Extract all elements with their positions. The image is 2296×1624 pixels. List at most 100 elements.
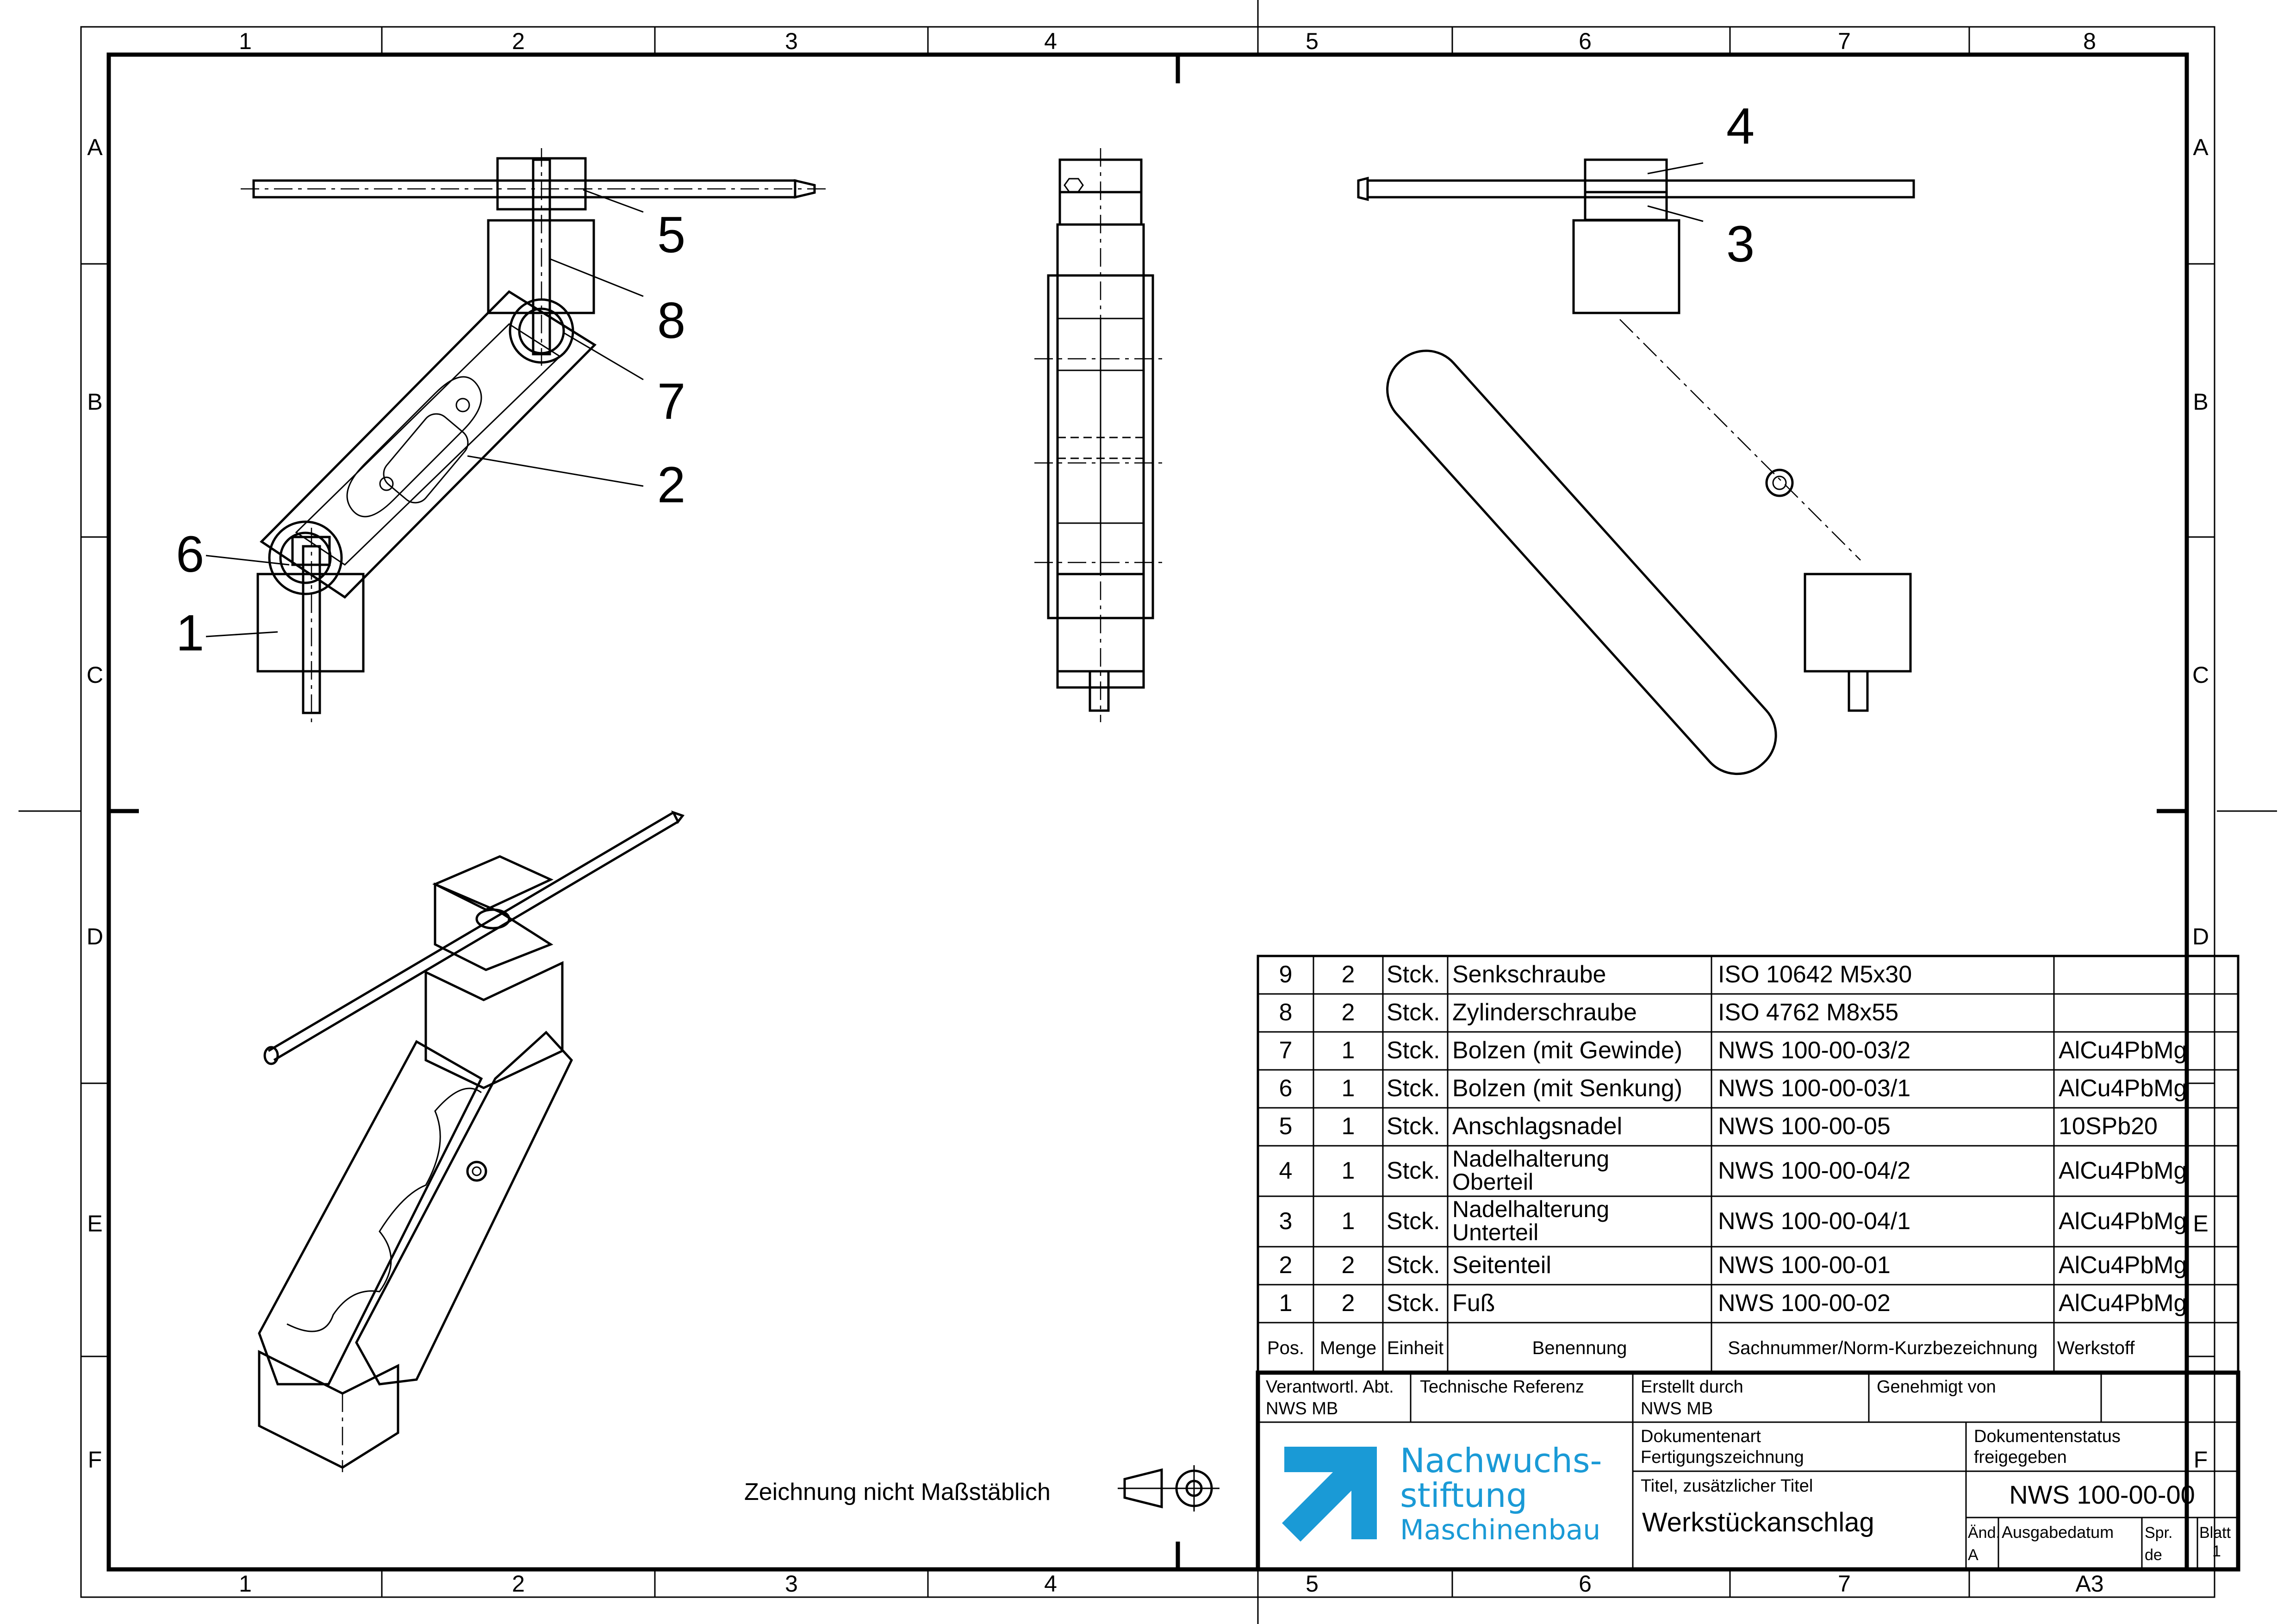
cell-pos: 9	[1279, 961, 1293, 988]
row-label: E	[87, 1211, 102, 1237]
row-label: F	[2194, 1447, 2208, 1473]
table-row: 7 1 Stck. Bolzen (mit Gewinde) NWS 100-0…	[1279, 1037, 2187, 1064]
cell-unit: Stck.	[1387, 1252, 1440, 1279]
cell-name: Bolzen (mit Senkung)	[1452, 1075, 1682, 1102]
nachwuchsstiftung-logo: Nachwuchs- stiftung Maschinenbau	[1282, 1441, 1602, 1546]
rev-value: A	[1968, 1546, 1979, 1564]
sheet-format: A3	[2075, 1571, 2103, 1597]
logo-line-1: Nachwuchs-	[1400, 1441, 1602, 1480]
isometric-view	[258, 810, 685, 1472]
language-value: de	[2145, 1546, 2162, 1564]
cell-name: Nadelhalterung	[1452, 1196, 1609, 1222]
row-label: C	[2192, 662, 2209, 688]
centering-marks	[19, 0, 2277, 1624]
cell-name-2: Unterteil	[1452, 1219, 1538, 1245]
balloon-8: 8	[657, 292, 685, 349]
logo-line-3: Maschinenbau	[1400, 1514, 1600, 1546]
row-labels-left: A B C D E F	[87, 134, 103, 1473]
zone-dividers	[81, 27, 2215, 1597]
language-label: Spr.	[2145, 1524, 2172, 1542]
col-label: 2	[512, 1571, 525, 1597]
scale-note: Zeichnung nicht Maßstäblich	[744, 1479, 1051, 1505]
cell-pos: 6	[1279, 1075, 1293, 1102]
cell-name: Anschlagsnadel	[1452, 1113, 1622, 1140]
doc-type-label: Dokumentenart	[1641, 1427, 1761, 1446]
balloon-6: 6	[176, 526, 204, 583]
table-row: 8 2 Stck. Zylinderschraube ISO 4762 M8x5…	[1279, 999, 1899, 1026]
cell-material: AlCu4PbMg	[2059, 1290, 2187, 1317]
resp-dept-label: Verantwortl. Abt.	[1266, 1377, 1394, 1397]
row-label: A	[87, 134, 103, 160]
header-number: Sachnummer/Norm-Kurzbezeichnung	[1728, 1338, 2037, 1358]
col-label: 3	[785, 1571, 798, 1597]
cell-unit: Stck.	[1387, 999, 1440, 1026]
cell-unit: Stck.	[1387, 961, 1440, 988]
row-label: B	[87, 389, 102, 415]
cell-unit: Stck.	[1387, 1290, 1440, 1317]
cell-unit: Stck.	[1387, 1157, 1440, 1184]
table-row: 6 1 Stck. Bolzen (mit Senkung) NWS 100-0…	[1279, 1075, 2187, 1102]
logo-line-2: stiftung	[1400, 1476, 1527, 1515]
cell-qty: 1	[1342, 1208, 1355, 1235]
document-title: Werkstückanschlag	[1642, 1507, 1874, 1537]
cell-qty: 1	[1342, 1037, 1355, 1064]
arrow-logo-icon	[1282, 1447, 1377, 1542]
col-label: 6	[1579, 28, 1592, 54]
cell-qty: 2	[1342, 1252, 1355, 1279]
balloon-7: 7	[657, 373, 685, 430]
col-label: 7	[1838, 28, 1851, 54]
cell-name: Fuß	[1452, 1290, 1495, 1317]
cell-name: Seitenteil	[1452, 1252, 1551, 1279]
header-unit: Einheit	[1387, 1338, 1444, 1358]
cell-number: NWS 100-00-03/2	[1718, 1037, 1910, 1064]
cell-number: NWS 100-00-03/1	[1718, 1075, 1910, 1102]
cell-qty: 2	[1342, 1290, 1355, 1317]
balloons: 5 8 7 2 6 1 4 3	[176, 98, 1755, 662]
cell-number: NWS 100-00-05	[1718, 1113, 1891, 1140]
header-qty: Menge	[1320, 1338, 1376, 1358]
row-label: F	[88, 1447, 102, 1473]
cell-qty: 2	[1342, 961, 1355, 988]
column-labels-bottom: 1 2 3 4 5 6 7	[239, 1571, 1851, 1597]
created-by-value: NWS MB	[1641, 1399, 1713, 1418]
cell-pos: 7	[1279, 1037, 1293, 1064]
cell-qty: 2	[1342, 999, 1355, 1026]
rear-view	[1357, 158, 1915, 775]
cell-unit: Stck.	[1387, 1075, 1440, 1102]
cell-pos: 8	[1279, 999, 1293, 1026]
sheet-value: 1	[2212, 1543, 2221, 1560]
col-label: 1	[239, 1571, 252, 1597]
issue-date-label: Ausgabedatum	[2002, 1523, 2114, 1542]
zone-dividers-center	[109, 55, 2187, 1569]
side-view	[1034, 148, 1166, 722]
header-name: Benennung	[1532, 1338, 1627, 1358]
table-row: 2 2 Stck. Seitenteil NWS 100-00-01 AlCu4…	[1279, 1252, 2187, 1279]
col-label: 1	[239, 28, 252, 54]
col-label: 3	[785, 28, 798, 54]
table-row: 9 2 Stck. Senkschraube ISO 10642 M5x30	[1279, 961, 1912, 988]
row-label: C	[87, 662, 103, 688]
row-label: D	[2192, 924, 2209, 949]
cell-unit: Stck.	[1387, 1113, 1440, 1140]
created-by-label: Erstellt durch	[1641, 1377, 1743, 1397]
row-labels-right: A B C D E F	[2192, 134, 2209, 1473]
cell-name-2: Oberteil	[1452, 1169, 1533, 1195]
cell-pos: 5	[1279, 1113, 1293, 1140]
row-label: D	[87, 924, 103, 949]
resp-dept-value: NWS MB	[1266, 1399, 1338, 1418]
col-label: 6	[1579, 1571, 1592, 1597]
cell-number: NWS 100-00-04/2	[1718, 1157, 1910, 1184]
parts-list-rows: 9 2 Stck. Senkschraube ISO 10642 M5x30 8…	[1267, 961, 2187, 1358]
cell-pos: 1	[1279, 1290, 1293, 1317]
cell-pos: 2	[1279, 1252, 1293, 1279]
row-label: B	[2193, 389, 2208, 415]
tech-ref-label: Technische Referenz	[1420, 1377, 1584, 1397]
cell-pos: 4	[1279, 1157, 1293, 1184]
balloon-2: 2	[657, 456, 685, 513]
balloon-3: 3	[1726, 216, 1755, 273]
header-pos: Pos.	[1267, 1338, 1304, 1358]
subtitle-label: Titel, zusätzlicher Titel	[1641, 1476, 1813, 1496]
cell-number: NWS 100-00-04/1	[1718, 1208, 1910, 1235]
balloon-leaders	[205, 162, 1704, 637]
balloon-1: 1	[176, 605, 204, 662]
